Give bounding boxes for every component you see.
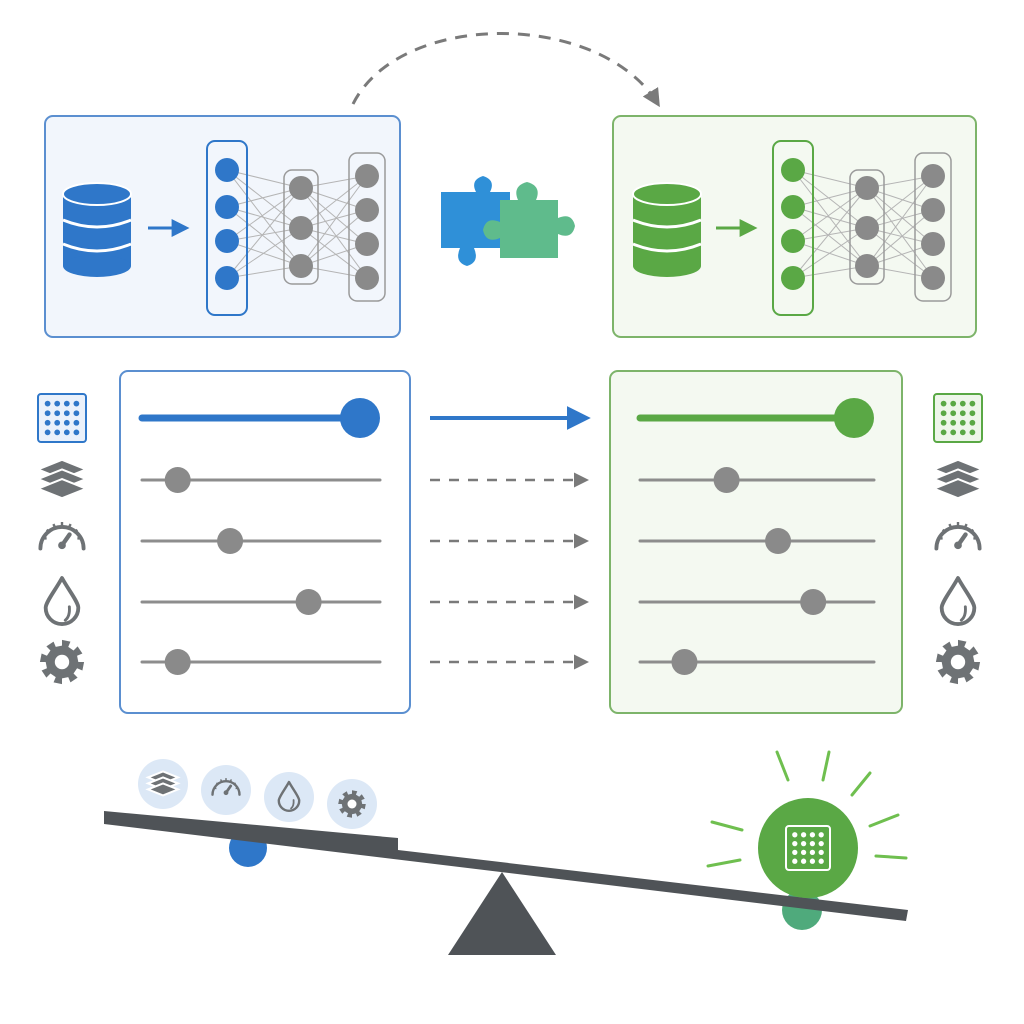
parameter-slider[interactable] <box>140 528 382 554</box>
parameter-transfer-arrows <box>430 406 591 670</box>
source-neural-network <box>206 140 386 316</box>
drop-icon <box>939 576 977 626</box>
network-node <box>781 266 805 290</box>
source-parameter-panel <box>119 370 411 714</box>
parameter-slider[interactable] <box>638 649 876 675</box>
source-database-icon <box>62 182 132 277</box>
layers-icon <box>35 458 89 500</box>
output-layer-frame <box>348 152 386 302</box>
input-layer-frame <box>206 140 248 316</box>
left-weight-bubble <box>138 759 188 809</box>
target-neural-network <box>772 140 952 316</box>
parameter-slider[interactable] <box>638 589 876 615</box>
slider-thumb[interactable] <box>164 467 191 493</box>
output-layer-frame <box>914 152 952 302</box>
network-node <box>355 232 379 256</box>
parameter-slider[interactable] <box>140 467 382 493</box>
network-node <box>921 198 945 222</box>
drop-icon <box>277 780 301 812</box>
parameter-slider[interactable] <box>138 398 380 438</box>
highlighted-target-weight <box>706 750 908 898</box>
parameter-slider[interactable] <box>638 467 876 493</box>
slider-thumb[interactable] <box>295 589 322 615</box>
network-node <box>289 176 313 200</box>
network-node <box>215 229 239 253</box>
slider-thumb[interactable] <box>164 649 191 675</box>
parameter-slider[interactable] <box>140 589 382 615</box>
network-node <box>215 266 239 290</box>
source-model-panel <box>44 115 401 338</box>
balance-scale <box>104 750 908 955</box>
network-node <box>855 254 879 278</box>
left-weight-bubble <box>327 779 377 829</box>
left-weight-bubble <box>201 765 251 815</box>
network-node <box>855 176 879 200</box>
network-node <box>781 158 805 182</box>
network-node <box>289 216 313 240</box>
gauge-icon <box>211 778 241 796</box>
network-node <box>781 229 805 253</box>
gear-icon <box>39 639 85 685</box>
target-database-icon <box>632 182 702 277</box>
slider-thumb[interactable] <box>217 528 244 554</box>
layers-icon <box>145 770 181 797</box>
target-model-panel <box>612 115 977 338</box>
seesaw-beam <box>104 811 908 921</box>
network-node <box>215 158 239 182</box>
network-node <box>921 232 945 256</box>
network-node <box>855 216 879 240</box>
network-node <box>355 198 379 222</box>
network-node <box>921 164 945 188</box>
network-node <box>289 254 313 278</box>
left-weight-bubble <box>264 772 314 822</box>
grid-icon <box>933 393 983 443</box>
network-node <box>215 195 239 219</box>
puzzle-pieces-icon <box>441 176 575 266</box>
slider-thumb[interactable] <box>765 528 792 554</box>
slider-thumb[interactable] <box>671 649 698 675</box>
target-parameter-panel <box>609 370 903 714</box>
layers-icon <box>931 458 985 500</box>
parameter-slider[interactable] <box>636 398 874 438</box>
left-parameter-icons <box>35 393 89 685</box>
grid-icon <box>37 393 87 443</box>
network-node <box>355 266 379 290</box>
slider-thumb[interactable] <box>340 398 380 438</box>
transfer-curved-arrow <box>351 32 660 108</box>
hidden-layer-frame <box>283 169 319 285</box>
network-node <box>781 195 805 219</box>
grid-icon <box>785 825 831 871</box>
hidden-layer-frame <box>849 169 885 285</box>
gauge-icon <box>38 521 86 551</box>
input-layer-frame <box>772 140 814 316</box>
right-parameter-icons <box>931 393 985 685</box>
slider-thumb[interactable] <box>800 589 827 615</box>
gear-icon <box>338 790 366 818</box>
slider-thumb[interactable] <box>834 398 874 438</box>
gear-icon <box>935 639 981 685</box>
parameter-slider[interactable] <box>638 528 876 554</box>
drop-icon <box>43 576 81 626</box>
parameter-slider[interactable] <box>140 649 382 675</box>
gauge-icon <box>934 521 982 551</box>
network-node <box>355 164 379 188</box>
seesaw-fulcrum <box>448 872 556 955</box>
network-node <box>921 266 945 290</box>
slider-thumb[interactable] <box>713 467 740 493</box>
